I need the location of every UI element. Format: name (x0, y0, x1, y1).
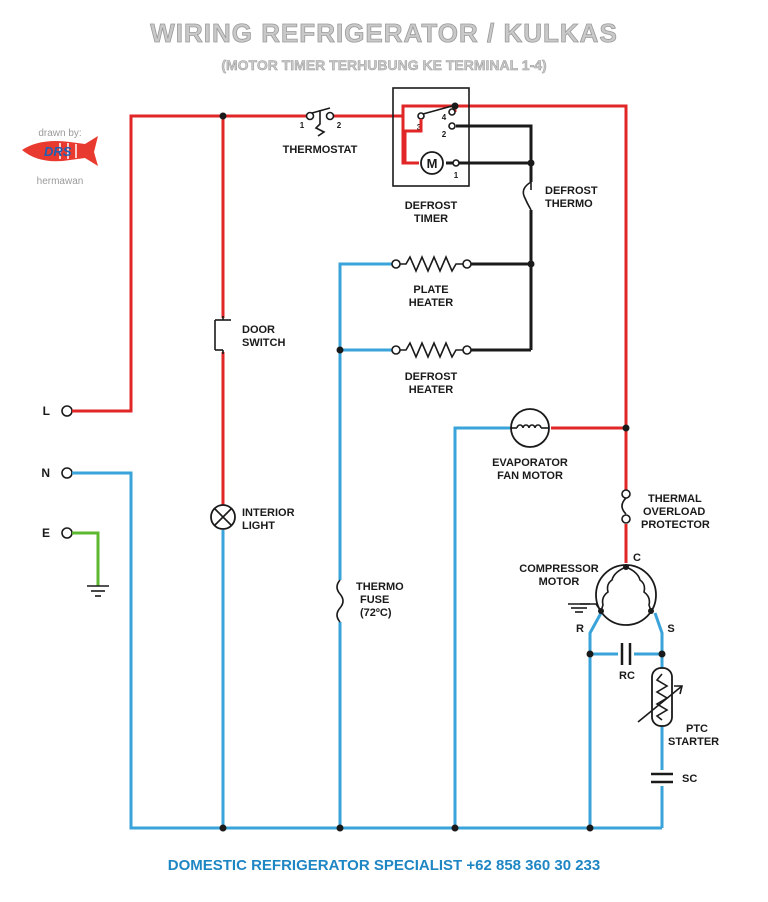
defrost-timer: 3 4 2 M 1 DEFROST TIMER (392, 87, 470, 225)
door-switch-label-1: DOOR (242, 324, 275, 336)
neutral-wires (72, 262, 664, 830)
timer-pin-3: 3 (417, 123, 422, 132)
line-terminal-ring (61, 405, 73, 417)
thermostat: 1 2 THERMOSTAT (283, 107, 358, 156)
defrost-heater-label-2: HEATER (409, 384, 453, 396)
bimetal-switch-icon (621, 497, 627, 515)
plate-heater-label-2: HEATER (409, 297, 453, 309)
ptc-label-2: STARTER (668, 736, 719, 748)
timer-motor-letter: M (427, 156, 438, 171)
defrost-heater: DEFROST HEATER (391, 340, 472, 396)
thermo-fuse-label-1: THERMO (356, 581, 404, 593)
defrost-thermo-label-2: THERMO (545, 198, 593, 210)
neutral-terminal-label: N (41, 466, 50, 480)
run-capacitor-label: RC (619, 670, 635, 682)
thermo-fuse-label-3: (72ºC) (360, 607, 392, 619)
compressor-pin-r: R (576, 623, 584, 635)
bimetal-switch-icon (522, 181, 532, 211)
fuse-icon (336, 579, 344, 623)
plate-heater: PLATE HEATER (391, 254, 472, 309)
line-terminal: L (43, 404, 73, 418)
junction-dots (219, 102, 666, 832)
timer-pin-1: 1 (454, 171, 459, 180)
interior-light: INTERIOR LIGHT (210, 504, 295, 532)
compressor-pin-s: S (667, 623, 674, 635)
ptc-label-1: PTC (686, 723, 708, 735)
compressor-pin-c: C (633, 552, 641, 564)
compressor-label-1: COMPRESSOR (519, 563, 599, 575)
neutral-terminal: N (41, 466, 73, 480)
evaporator-fan-label-2: FAN MOTOR (497, 470, 563, 482)
timer-pin-2: 2 (442, 130, 447, 139)
defrost-thermo-label-1: DEFROST (545, 185, 598, 197)
logo-text: DRS (44, 144, 72, 159)
door-switch-label-2: SWITCH (242, 337, 285, 349)
thermostat-label: THERMOSTAT (283, 144, 358, 156)
author-credit: drawn by: DRS hermawan (22, 128, 98, 187)
compressor-motor: COMPRESSOR MOTOR C R S (519, 552, 674, 635)
defrost-timer-label-2: TIMER (414, 213, 448, 225)
start-capacitor: SC (651, 772, 697, 785)
timer-pin-4: 4 (442, 113, 447, 122)
door-switch: DOOR SWITCH (214, 316, 285, 354)
page-subtitle: (MOTOR TIMER TERHUBUNG KE TERMINAL 1-4) (221, 57, 546, 73)
interior-light-label-2: LIGHT (242, 520, 275, 532)
defrost-heater-label-1: DEFROST (405, 371, 458, 383)
overload-label-3: PROTECTOR (641, 519, 710, 531)
earth-terminal-ring (61, 527, 73, 539)
author-name: hermawan (37, 176, 84, 187)
ground-icon (87, 585, 109, 597)
earth-terminal-label: E (42, 526, 50, 540)
overload-label-2: OVERLOAD (643, 506, 705, 518)
earth-wire (72, 531, 109, 597)
line-terminal-label: L (43, 404, 50, 418)
thermostat-pin-2: 2 (337, 121, 342, 130)
thermo-fuse-label-2: FUSE (360, 594, 389, 606)
fish-logo-icon: DRS (22, 136, 98, 166)
defrost-timer-label-1: DEFROST (405, 200, 458, 212)
resistor-icon (400, 254, 463, 274)
plate-heater-label-1: PLATE (413, 284, 448, 296)
ptc-starter: PTC STARTER (637, 667, 719, 748)
neutral-terminal-ring (61, 467, 73, 479)
run-capacitor: RC (619, 643, 635, 682)
evaporator-fan-label-1: EVAPORATOR (492, 457, 568, 469)
resistor-icon (400, 340, 463, 360)
switched-wires (446, 124, 533, 352)
defrost-thermo: DEFROST THERMO (522, 181, 598, 211)
interior-light-label-1: INTERIOR (242, 507, 295, 519)
earth-terminal: E (42, 526, 73, 540)
overload-label-1: THERMAL (648, 493, 702, 505)
timer-motor-icon (420, 151, 444, 175)
footer-contact: DOMESTIC REFRIGERATOR SPECIALIST +62 858… (168, 857, 601, 874)
defrost-timer-box (392, 87, 470, 187)
drawn-by-label: drawn by: (38, 128, 81, 139)
thermostat-pin-1: 1 (300, 121, 305, 130)
thermistor-icon (651, 667, 673, 727)
thermo-fuse: THERMO FUSE (72ºC) (336, 579, 404, 623)
thermal-overload-protector: THERMAL OVERLOAD PROTECTOR (621, 489, 710, 531)
evaporator-fan-motor: EVAPORATOR FAN MOTOR (492, 408, 568, 482)
page-title: WIRING REFRIGERATOR / KULKAS (150, 18, 618, 48)
start-capacitor-label: SC (682, 773, 697, 785)
live-wires (72, 104, 628, 563)
compressor-label-2: MOTOR (539, 576, 580, 588)
